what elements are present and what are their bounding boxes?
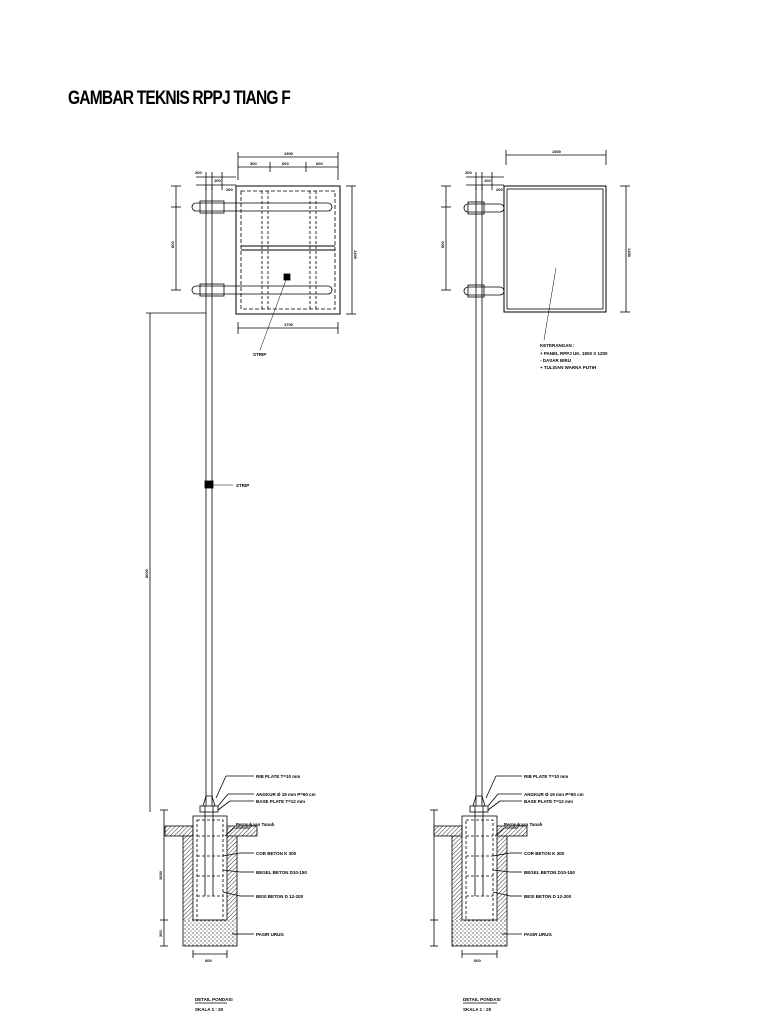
dim-panel-height: 1400: [353, 250, 358, 260]
rf-dim-width: 600: [474, 958, 481, 963]
note-3: + TULISAN WARNA PUTIH: [540, 365, 596, 370]
rf-begel: BEGEL BETON D10-150: [524, 870, 575, 875]
pole-strip-marker: [204, 480, 214, 489]
rf-base-plate: BASE PLATE T=12 mm: [524, 799, 573, 804]
lf-angkur: ANGKUR Ø 19 mm P=60 cm: [256, 792, 316, 797]
bracket-arm-top: [191, 202, 333, 212]
lf-cor-beton: COR BETON K 300: [256, 851, 297, 856]
lf-besi-beton: BESI BETON D 12-200: [256, 894, 304, 899]
lf-base-plate: BASE PLATE T=12 mm: [256, 799, 305, 804]
dim-small-c: 200: [226, 187, 233, 192]
panel-strip-marker: [283, 273, 291, 281]
rf-pasir: PASIR URUG: [524, 932, 552, 937]
dim-sub-1: 300: [250, 161, 257, 166]
notes-title: KETERANGAN :: [540, 343, 575, 348]
drawing-title: GAMBAR TEKNIS RPPJ TIANG F: [68, 88, 291, 109]
right-dim-small-c: 200: [496, 187, 503, 192]
footing: [192, 815, 228, 921]
right-dim-small-a: 200: [465, 170, 472, 175]
dim-sub-2: 600: [282, 161, 289, 166]
right-elevation: [441, 150, 630, 812]
dim-small-a: 200: [195, 170, 202, 175]
dim-bracket-gap: 600: [170, 241, 175, 248]
rf-besi-beton: BESI BETON D 12-200: [524, 894, 572, 899]
note-2: - DASAR BIRU: [540, 358, 571, 363]
panel-frame-outer: [235, 185, 341, 315]
lf-ground: Permukaan Tanah: [236, 822, 275, 827]
rf-cor-beton: COR BETON K 300: [524, 851, 565, 856]
label-strip-pole: STRIP: [236, 483, 249, 488]
dim-pole-height: 6000: [144, 568, 149, 578]
lf-dim-width: 600: [205, 958, 212, 963]
lf-detail-title: DETAIL PONDASI: [195, 997, 233, 1002]
dim-sub-3: 600: [316, 161, 323, 166]
bracket-arm-bottom: [191, 285, 333, 295]
dim-small-b: 100: [214, 178, 221, 183]
right-dim-small-b: 100: [484, 178, 491, 183]
sign-panel-outer: [503, 185, 607, 313]
right-dim-bracket-gap: 600: [440, 241, 445, 248]
lf-begel: BEGEL BETON D10-150: [256, 870, 307, 875]
note-1: + PANEL RPPJ UK. 1500 X 1200: [540, 351, 608, 356]
rf-angkur: ANGKUR Ø 19 mm P=60 cm: [524, 792, 584, 797]
sign-panel-inner: [506, 188, 604, 310]
right-dim-panel-height: 1400: [627, 248, 632, 258]
left-elevation: [146, 152, 356, 812]
rf-detail-title: DETAIL PONDASI: [463, 997, 501, 1002]
label-strip-top: STRIP: [253, 352, 266, 357]
rf-ground: Permukaan Tanah: [504, 822, 543, 827]
lf-rib-plate: RIB PLATE T=10 mm: [256, 774, 300, 779]
dim-width-total: 1900: [284, 151, 294, 156]
footing-right: [461, 815, 498, 921]
lf-pasir: PASIR URUG: [256, 932, 284, 937]
lf-detail-scale: SKALA 1 : 20: [195, 1007, 224, 1012]
rf-detail-scale: SKALA 1 : 20: [463, 1007, 492, 1012]
right-foundation: [430, 775, 528, 1004]
left-foundation: [160, 775, 258, 1004]
lf-dim-depth-1: 1000: [158, 870, 163, 880]
lf-dim-depth-2: 200: [158, 930, 163, 937]
right-dim-width-total: 1500: [552, 149, 562, 154]
dim-bottom: 1700: [284, 322, 294, 327]
rf-rib-plate: RIB PLATE T=10 mm: [524, 774, 568, 779]
